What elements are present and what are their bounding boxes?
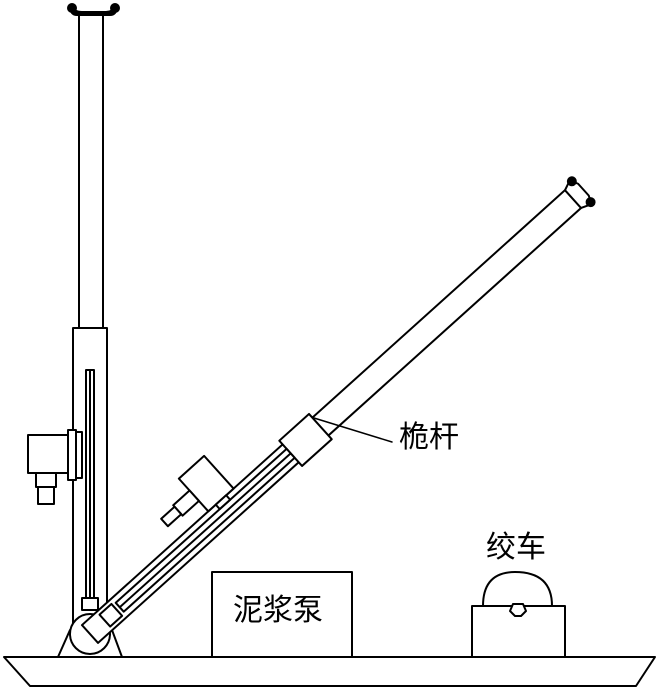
mud-pump-label: 泥浆泵	[233, 593, 323, 628]
vertical-mast	[67, 3, 120, 629]
inclined-boom	[80, 176, 596, 644]
winch-label: 绞车	[486, 530, 546, 565]
boom-label: 桅杆	[399, 420, 459, 455]
boom-leader-line	[313, 417, 393, 443]
mud-pump-box	[211, 571, 353, 658]
boom-motor	[160, 454, 235, 528]
winch	[471, 571, 566, 658]
mast-motor	[27, 434, 69, 505]
base-platform	[3, 656, 656, 687]
